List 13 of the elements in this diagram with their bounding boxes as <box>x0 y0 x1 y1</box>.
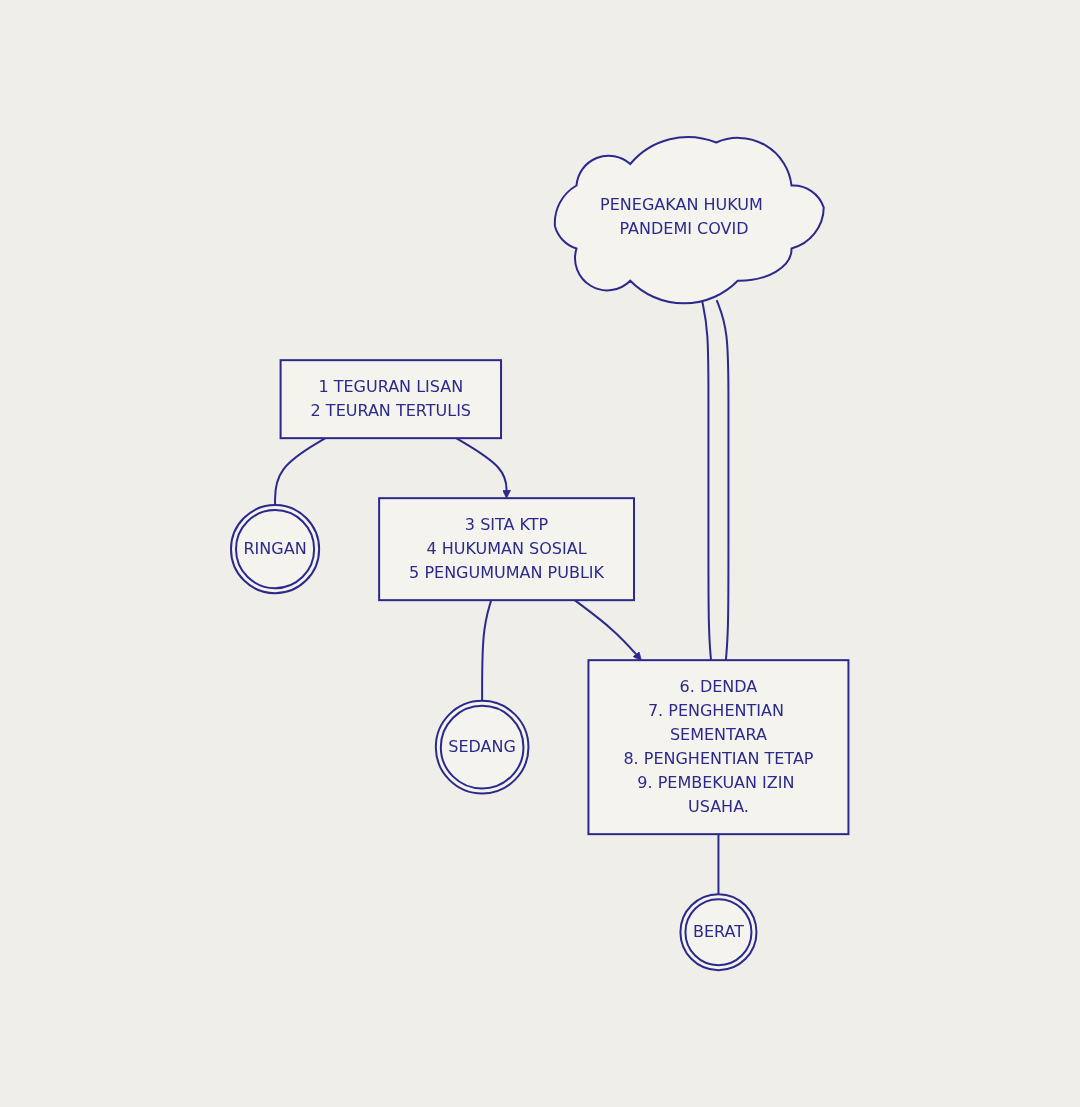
node-circle: SEDANG <box>435 699 530 795</box>
connector <box>481 599 493 702</box>
connector <box>274 437 327 506</box>
node-circle: BERAT <box>679 893 758 972</box>
node-circle: RINGAN <box>230 504 321 595</box>
node-box: 6. DENDA 7. PENGHENTIAN SEMENTARA 8. PENGHENTIAN TETAP 9. PEMBEKUAN IZIN USAHA. <box>587 659 850 836</box>
node-box: 1 TEGURAN LISAN 2 TEURAN TERTULIS <box>279 359 503 440</box>
connector <box>715 299 730 662</box>
connector <box>701 299 713 662</box>
arrow <box>455 437 512 499</box>
connector <box>717 833 720 896</box>
arrow <box>573 599 642 661</box>
node-box: 3 SITA KTP 4 HUKUMAN SOSIAL 5 PENGUMUMAN PUBLIK <box>378 497 636 602</box>
